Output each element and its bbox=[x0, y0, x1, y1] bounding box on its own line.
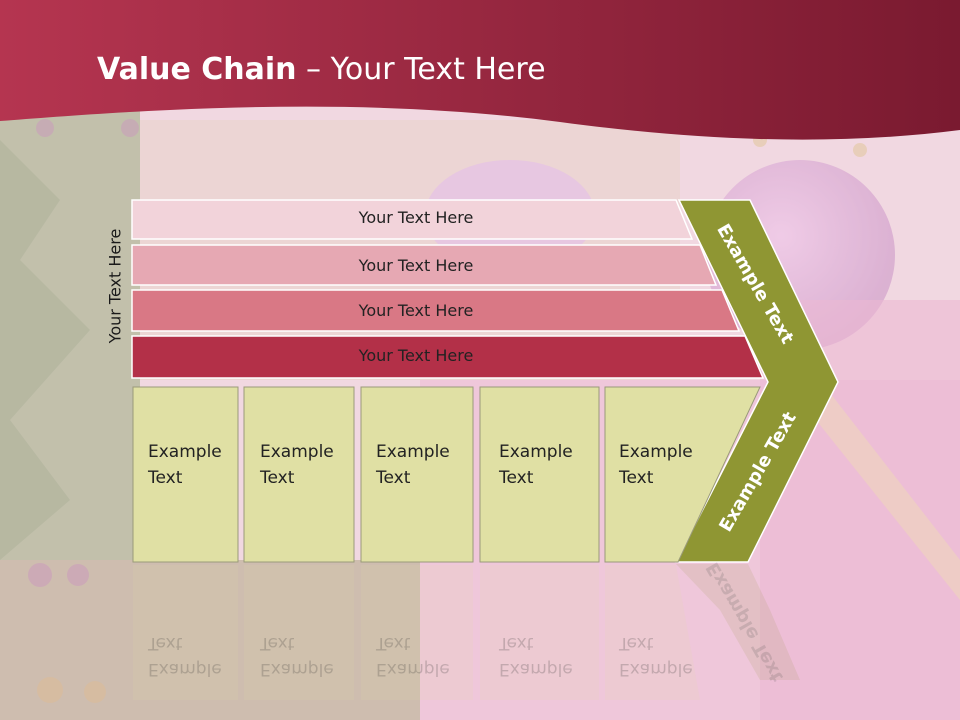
row-bar-4 bbox=[131, 335, 765, 379]
chevron-reflection bbox=[676, 564, 800, 680]
box-reflection-text-2: Example Text bbox=[260, 630, 370, 682]
box-2-line2: Text bbox=[260, 468, 295, 488]
row-bars bbox=[131, 199, 765, 379]
box-reflection-text-3: Example Text bbox=[376, 630, 486, 682]
row-label-4: Your Text Here bbox=[358, 346, 474, 365]
box-1-refl-line2: Text bbox=[148, 633, 183, 653]
value-box-4 bbox=[479, 386, 600, 563]
box-2-line1: Example bbox=[260, 442, 334, 462]
row-bar-2 bbox=[131, 244, 718, 286]
value-box-reflection-2 bbox=[244, 565, 354, 700]
chevron-arrow bbox=[674, 199, 839, 563]
slide-title: Value Chain – Your Text Here bbox=[97, 52, 546, 87]
box-5-line1: Example bbox=[619, 442, 693, 462]
box-2-refl-line2: Text bbox=[260, 633, 295, 653]
value-box-3 bbox=[360, 386, 474, 563]
value-box-reflection-3 bbox=[361, 565, 473, 700]
value-box-reflection-5 bbox=[605, 565, 700, 700]
box-3-refl-line1: Example bbox=[376, 659, 450, 679]
box-reflection-text-1: Example Text bbox=[148, 630, 258, 682]
box-5-line2: Text bbox=[619, 468, 654, 488]
chevron-group bbox=[674, 199, 839, 680]
title-bold: Value Chain bbox=[97, 52, 297, 87]
value-box-1 bbox=[132, 386, 239, 563]
row-label-2: Your Text Here bbox=[358, 256, 474, 275]
value-box-5 bbox=[604, 386, 761, 563]
box-3-line1: Example bbox=[376, 442, 450, 462]
box-reflection-text-5: Example Text bbox=[619, 630, 729, 682]
value-box-reflection-4 bbox=[480, 565, 599, 700]
value-box-reflection-1 bbox=[133, 565, 238, 700]
box-1-line1: Example bbox=[148, 442, 222, 462]
box-5-refl-line1: Example bbox=[619, 659, 693, 679]
row-label-3: Your Text Here bbox=[358, 301, 474, 320]
box-group bbox=[132, 386, 761, 700]
box-4-line1: Example bbox=[499, 442, 573, 462]
row-label-1: Your Text Here bbox=[358, 208, 474, 227]
box-4-refl-line1: Example bbox=[499, 659, 573, 679]
row-bar-3 bbox=[131, 289, 741, 332]
box-4-line2: Text bbox=[499, 468, 534, 488]
side-label-text: Your Text Here bbox=[105, 228, 125, 344]
box-reflection-text-4: Example Text bbox=[499, 630, 609, 682]
row-bar-1 bbox=[131, 199, 694, 240]
box-1-refl-line1: Example bbox=[148, 659, 222, 679]
box-3-line2: Text bbox=[376, 468, 411, 488]
box-1-line2: Text bbox=[148, 468, 183, 488]
box-2-refl-line1: Example bbox=[260, 659, 334, 679]
box-3-refl-line2: Text bbox=[376, 633, 411, 653]
box-5-refl-line2: Text bbox=[619, 633, 654, 653]
title-rest: – Your Text Here bbox=[296, 52, 546, 87]
box-4-refl-line2: Text bbox=[499, 633, 534, 653]
value-box-2 bbox=[243, 386, 355, 563]
